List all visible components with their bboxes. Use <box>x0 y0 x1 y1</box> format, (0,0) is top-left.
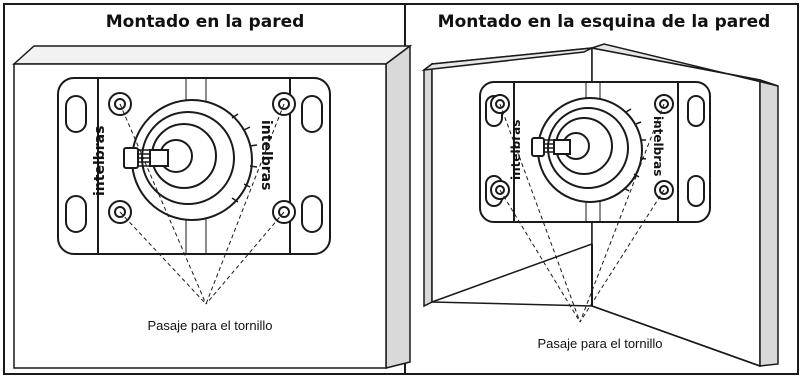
screw-leader-lines <box>119 103 285 305</box>
corner-brand-label-left: intelbras <box>509 120 523 180</box>
corner-swivel-knob <box>531 97 647 203</box>
panel-title-wall-mount: Montado en la pared <box>105 12 305 32</box>
corner-brand-label-right: intelbras <box>651 116 665 176</box>
panel-title-corner-mount: Montado en la esquina de la pared <box>437 12 771 32</box>
screw-passage-caption-right: Pasaje para el tornillo <box>537 336 663 351</box>
corner-screw-leader-lines <box>499 103 665 323</box>
swivel-knob <box>123 99 258 221</box>
brand-label-right: intelbras <box>258 120 274 190</box>
screw-passage-caption-left: Pasaje para el tornillo <box>147 318 273 333</box>
figure-frame <box>3 3 799 375</box>
brand-label-left: intelbras <box>92 126 108 196</box>
